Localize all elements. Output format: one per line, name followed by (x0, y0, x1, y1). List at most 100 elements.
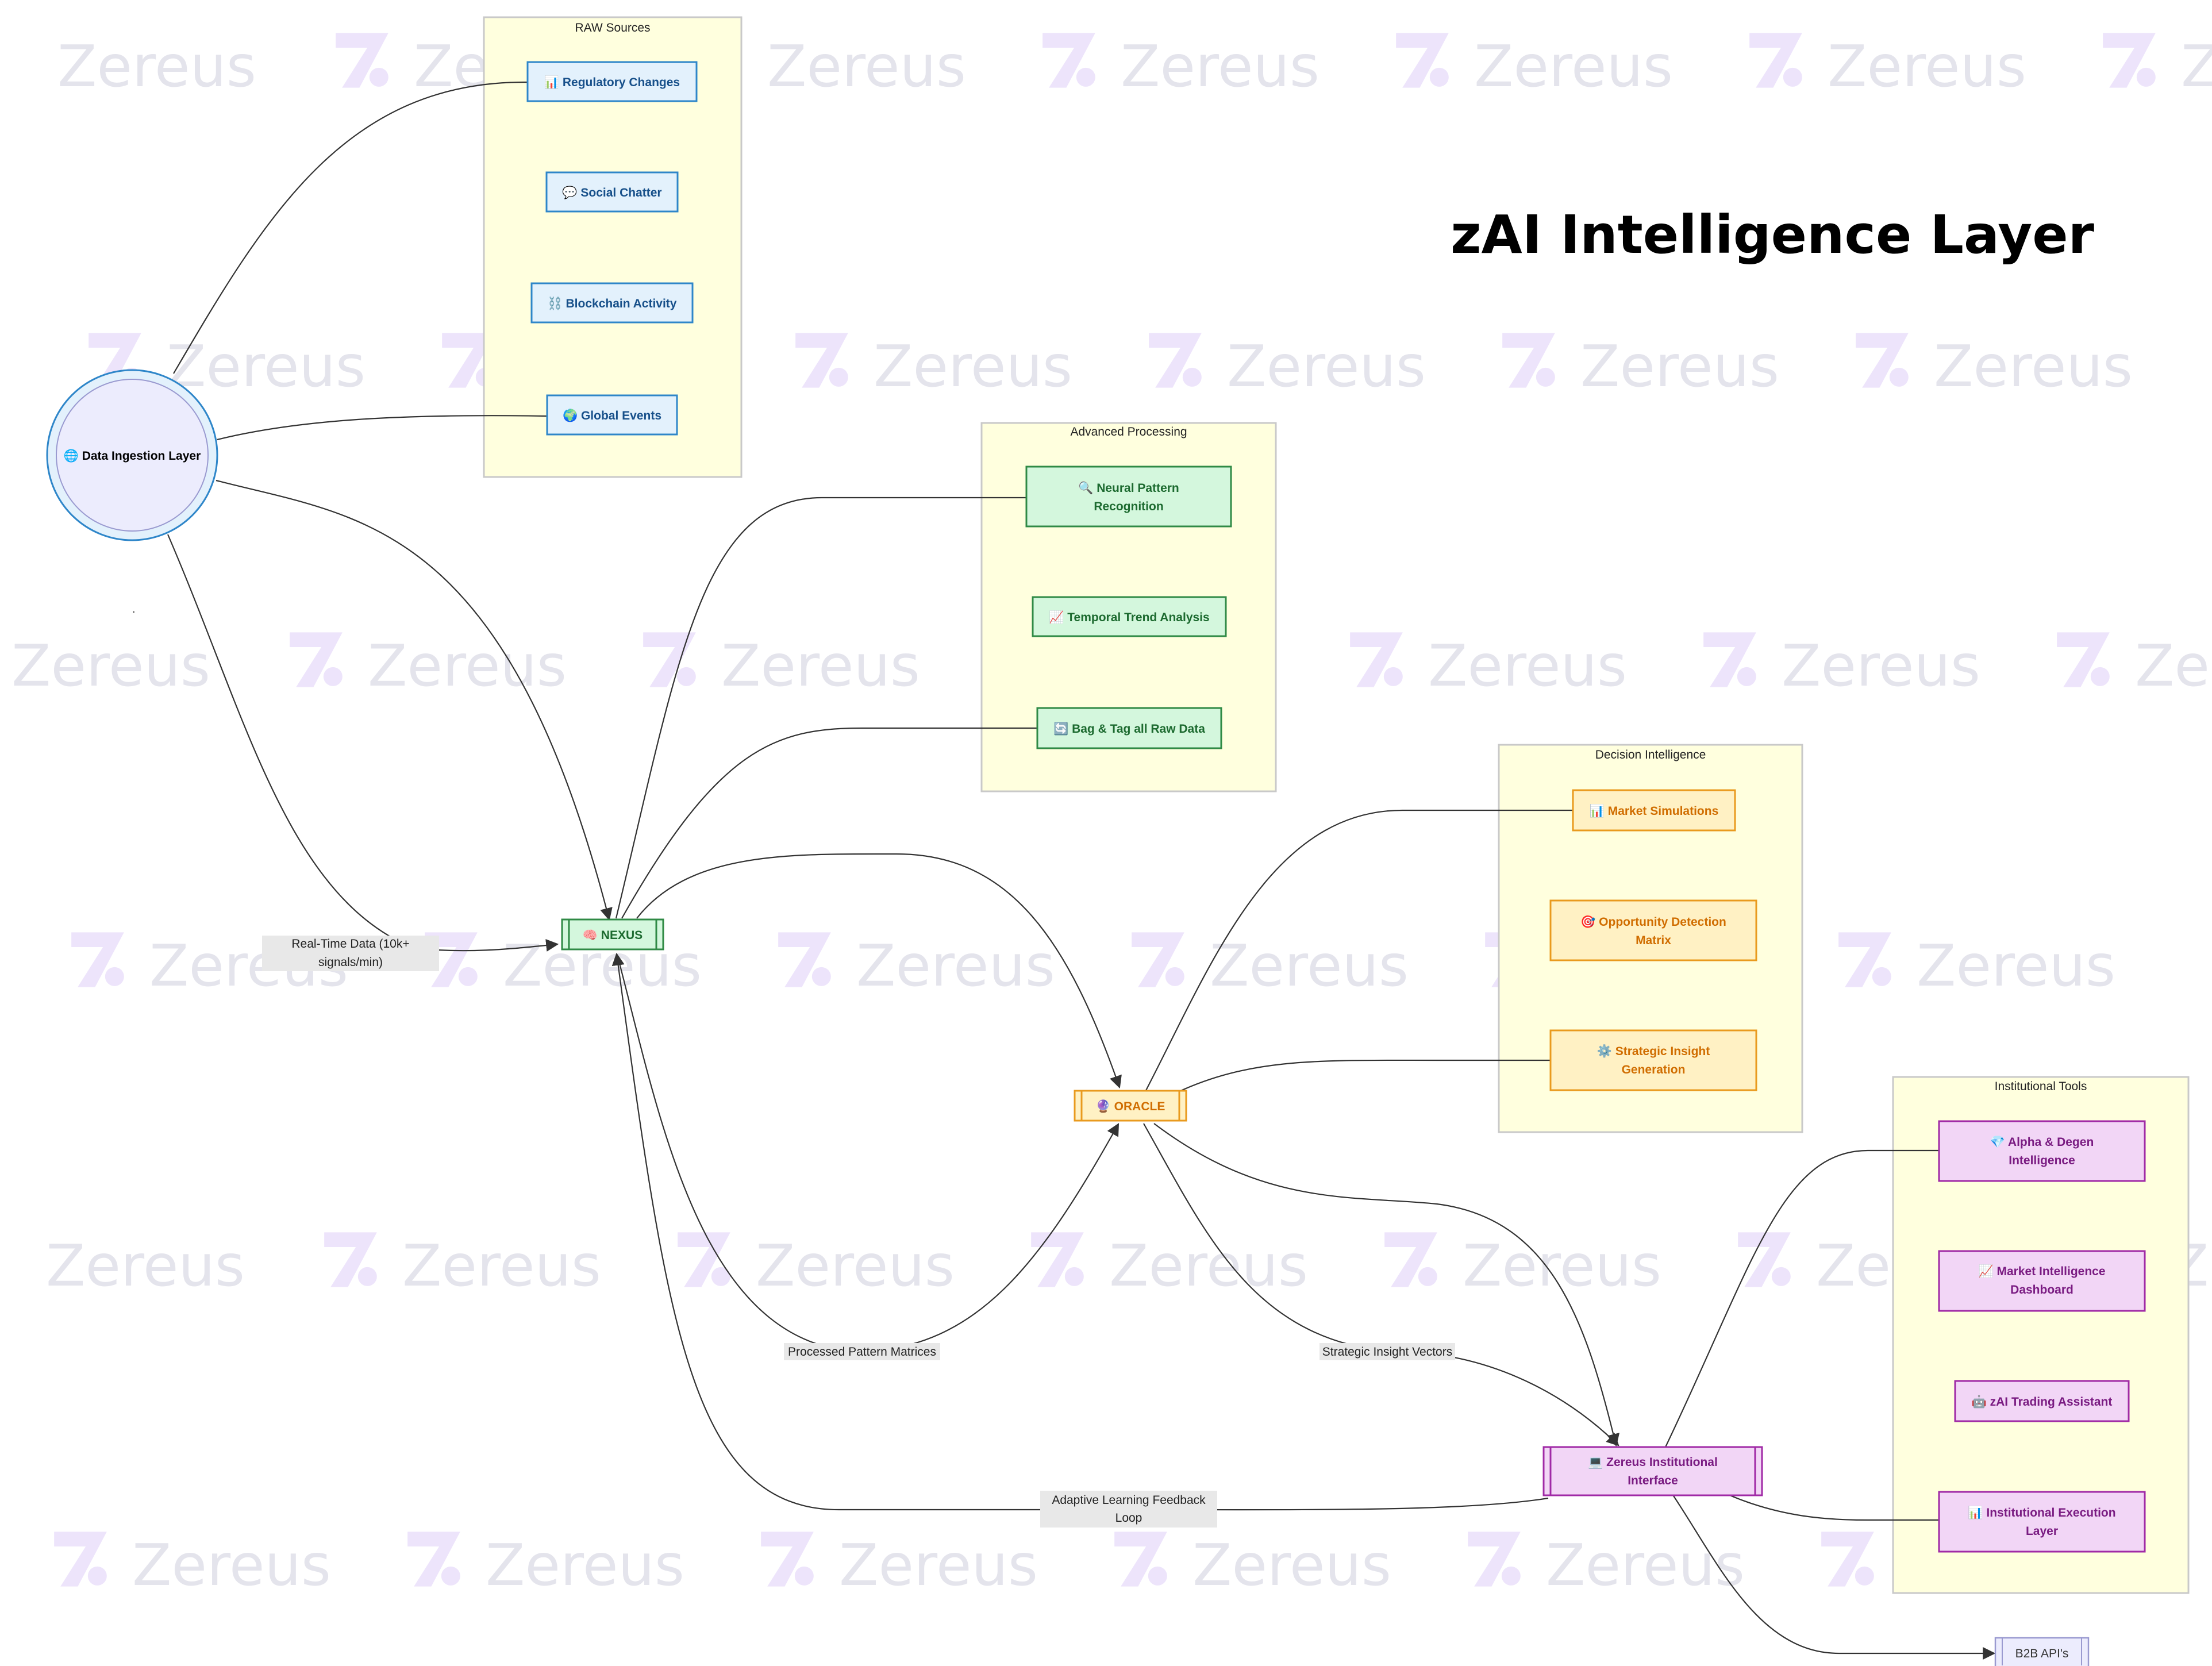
node-market-intelligence-dashboard[interactable]: 📈 Market Intelligence Dashboard (1938, 1250, 2146, 1312)
watermark-logo-icon (1396, 33, 1449, 88)
watermark-logo-icon (761, 1532, 814, 1587)
node-global-events[interactable]: 🌍 Global Events (546, 394, 678, 436)
watermark-text: Zereus (46, 1232, 245, 1299)
stray-dot-mark: . (132, 603, 136, 615)
watermark-text: Zereus (1917, 932, 2115, 999)
node-bag-tag-raw-data[interactable]: 🔄 Bag & Tag all Raw Data (1036, 707, 1222, 749)
watermark-text: Zereus (11, 632, 210, 699)
node-execution-line1: 📊 Institutional Execution (1968, 1505, 2115, 1519)
edge-oracle-interface (1153, 1123, 1620, 1447)
edge-ingestion-nexus (216, 479, 613, 921)
watermark-text: Zereus (486, 1532, 684, 1599)
watermark-text: Zereus (856, 932, 1055, 999)
node-blockchain-activity[interactable]: ⛓️ Blockchain Activity (530, 282, 694, 324)
node-temporal-trend-analysis[interactable]: 📈 Temporal Trend Analysis (1032, 596, 1227, 637)
watermark-logo-icon (795, 333, 848, 388)
edge-label-realtime-line2: signals/min) (318, 956, 383, 969)
watermark-logo-icon (678, 1232, 730, 1287)
watermark-text: Zereus (57, 33, 256, 100)
node-neural-pattern-recognition[interactable]: 🔍 Neural Pattern Recognition (1025, 465, 1232, 528)
edge-nexus-neural (615, 497, 1026, 919)
node-trading-label: 🤖 zAI Trading Assistant (1972, 1394, 2113, 1409)
node-bag-tag-label: 🔄 Bag & Tag all Raw Data (1053, 721, 1205, 736)
node-alpha-line2: Intelligence (2009, 1154, 2075, 1167)
watermark-text: Zereus (1546, 1532, 1745, 1599)
node-data-ingestion-layer[interactable]: 🌐 Data Ingestion Layer (46, 369, 218, 541)
node-neural-line1: 🔍 Neural Pattern (1078, 480, 1179, 495)
group-title-advanced-processing: Advanced Processing (1070, 425, 1187, 438)
watermark-logo-icon (1149, 333, 1202, 388)
edge-label-realtime: Real-Time Data (10k+ signals/min) (262, 936, 439, 971)
watermark-logo-icon (1468, 1532, 1521, 1587)
watermark-logo-icon (2057, 632, 2110, 687)
node-zai-trading-assistant[interactable]: 🤖 zAI Trading Assistant (1954, 1380, 2130, 1422)
watermark-text: Zereus (1227, 333, 1426, 400)
node-global-events-label: 🌍 Global Events (563, 408, 661, 422)
watermark-logo-icon (290, 632, 343, 687)
edge-oracle-market-sim (1136, 809, 1573, 1109)
node-social-label: 💬 Social Chatter (562, 185, 661, 199)
watermark-logo-icon (1031, 1232, 1084, 1287)
node-regulatory-label: 📊 Regulatory Changes (544, 75, 680, 89)
node-opportunity-line1: 🎯 Opportunity Detection (1580, 915, 1726, 929)
node-blockchain-label: ⛓️ Blockchain Activity (548, 296, 677, 310)
watermark-logo-icon (1838, 932, 1891, 987)
edge-label-processed: Processed Pattern Matrices (784, 1343, 940, 1360)
node-oracle[interactable]: 🔮 ORACLE (1074, 1090, 1187, 1122)
node-social-chatter[interactable]: 💬 Social Chatter (545, 171, 679, 213)
edge-nexus-bag-tag (621, 727, 1037, 919)
edge-interface-nexus-feedback (611, 952, 1549, 1511)
node-b2b-label: B2B API's (2015, 1647, 2069, 1660)
node-interface-line2: Interface (1628, 1474, 1678, 1487)
node-nexus[interactable]: 🧠 NEXUS (561, 918, 664, 951)
node-execution-line2: Layer (2026, 1525, 2058, 1538)
group-title-raw-sources: RAW Sources (575, 21, 650, 34)
watermark-text: Zereus (1210, 932, 1409, 999)
watermark-logo-icon (1703, 632, 1756, 687)
watermark-logo-icon (1132, 932, 1184, 987)
watermark-text: Zereus (1828, 33, 2026, 100)
group-title-decision-intelligence: Decision Intelligence (1595, 748, 1706, 761)
watermark-logo-icon (1856, 333, 1909, 388)
watermark-text: Zereus (721, 632, 920, 699)
edge-label-processed-text: Processed Pattern Matrices (788, 1345, 936, 1359)
edge-nexus-oracle (636, 853, 1122, 1089)
node-opportunity-detection-matrix[interactable]: 🎯 Opportunity Detection Matrix (1549, 899, 1757, 961)
watermark-text: Zereus (1934, 333, 2133, 400)
edge-ingestion-nexus-realtime (167, 534, 559, 952)
watermark-logo-icon (54, 1532, 107, 1587)
node-market-simulations[interactable]: 📊 Market Simulations (1572, 789, 1736, 832)
watermark-layer: ZereusZereusZereusZereusZereusZereusZere… (11, 33, 2212, 1599)
watermark-logo-icon (1749, 33, 1802, 88)
watermark-logo-icon (1821, 1532, 1874, 1587)
node-b2b-apis[interactable]: B2B API's (1994, 1637, 2090, 1666)
node-market-dash-line2: Dashboard (2010, 1283, 2073, 1296)
edges (167, 81, 1996, 1660)
watermark-logo-icon (778, 932, 831, 987)
watermark-text: Zereus (1428, 632, 1627, 699)
watermark-logo-icon (1738, 1232, 1791, 1287)
node-institutional-execution-layer[interactable]: 📊 Institutional Execution Layer (1938, 1491, 2146, 1553)
watermark-text: Zereus (839, 1532, 1038, 1599)
watermark-text: Zereus (1463, 1232, 1661, 1299)
node-strategic-line2: Generation (1622, 1063, 1686, 1076)
edge-label-feedback-line1: Adaptive Learning Feedback (1052, 1494, 1206, 1507)
edge-label-feedback-line2: Loop (1115, 1511, 1142, 1525)
node-oracle-label: 🔮 ORACLE (1096, 1099, 1165, 1113)
node-strategic-line1: ⚙️ Strategic Insight (1597, 1044, 1710, 1058)
node-strategic-insight-generation[interactable]: ⚙️ Strategic Insight Generation (1549, 1029, 1757, 1091)
node-regulatory-changes[interactable]: 📊 Regulatory Changes (526, 61, 698, 102)
node-nexus-label: 🧠 NEXUS (583, 929, 643, 942)
edge-label-strategic-text: Strategic Insight Vectors (1322, 1345, 1452, 1359)
node-zereus-institutional-interface[interactable]: 💻 Zereus Institutional Interface (1542, 1446, 1763, 1496)
node-interface-line1: 💻 Zereus Institutional (1588, 1456, 1718, 1469)
node-alpha-degen-intelligence[interactable]: 💎 Alpha & Degen Intelligence (1938, 1120, 2146, 1182)
watermark-text: Zereus (767, 33, 966, 100)
watermark-text: Zereus (402, 1232, 601, 1299)
watermark-logo-icon (643, 632, 696, 687)
watermark-logo-icon (1042, 33, 1095, 88)
node-neural-line2: Recognition (1094, 500, 1163, 513)
watermark-text: Zereus (1109, 1232, 1308, 1299)
node-data-ingestion-label: 🌐 Data Ingestion Layer (64, 448, 201, 463)
